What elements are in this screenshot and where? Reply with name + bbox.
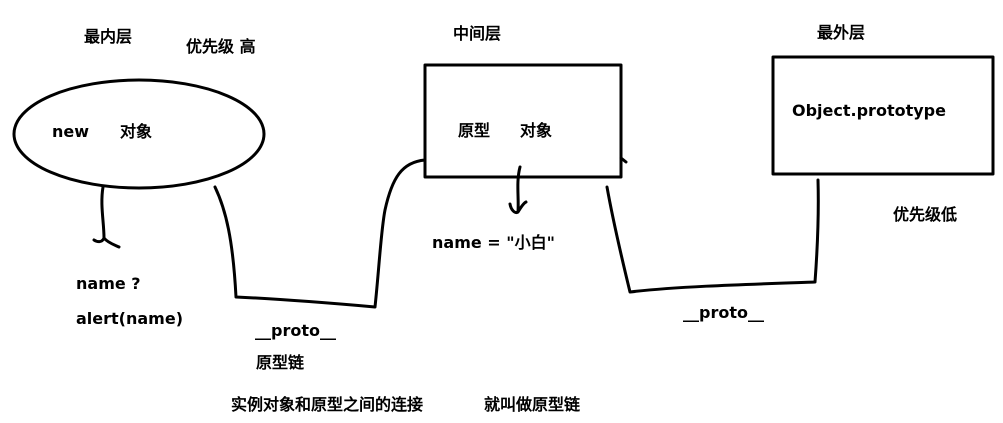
middle-layer-title: 中间层 [453, 24, 502, 43]
alert-name-label: alert(name) [76, 309, 184, 328]
inner-object-label: 对象 [120, 122, 153, 141]
caption-part2: 就叫做原型链 [484, 395, 581, 414]
proto-right-label: __proto__ [683, 303, 764, 322]
inner-new-label: new [52, 122, 90, 141]
object-prototype-label: Object.prototype [792, 101, 946, 120]
inner-priority-label: 优先级 高 [186, 37, 256, 56]
inner-lookup-arrow [92, 185, 121, 249]
proto-link-left [213, 158, 427, 309]
outer-object-prototype-box [771, 55, 995, 176]
middle-prototype-box [423, 63, 623, 179]
name-question-label: name ? [76, 274, 141, 293]
inner-layer-title: 最内层 [84, 27, 133, 46]
outer-layer-title: 最外层 [817, 23, 866, 42]
inner-object-ellipse [12, 78, 266, 190]
name-assignment-label: name = "小白" [432, 233, 555, 252]
middle-prototype-label: 原型 [458, 121, 491, 140]
middle-lookup-arrow [508, 165, 528, 214]
proto-left-label: __proto__ [255, 321, 336, 340]
proto-chain-label: 原型链 [256, 353, 305, 372]
proto-link-right [605, 156, 820, 294]
middle-object-label: 对象 [520, 121, 553, 140]
outer-priority-label: 优先级低 [893, 205, 958, 224]
caption-part1: 实例对象和原型之间的连接 [231, 395, 424, 414]
